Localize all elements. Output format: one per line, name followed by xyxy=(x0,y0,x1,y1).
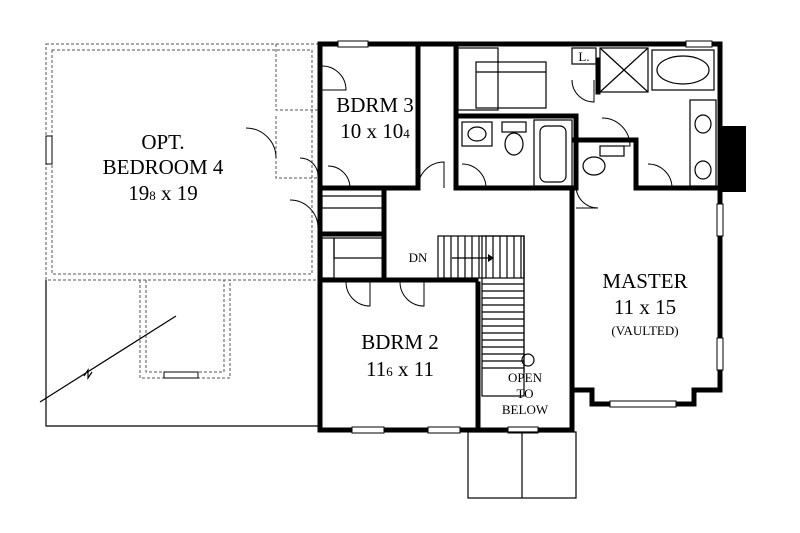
bdrm3-dim-sub: 4 xyxy=(403,126,410,141)
room-label-master: MASTER 11 x 15 (VAULTED) xyxy=(602,269,687,338)
chimney xyxy=(722,126,746,192)
garage-roof-outline xyxy=(39,280,318,427)
bdrm2-label: BDRM 2 xyxy=(361,330,439,354)
bdrm2-dim-a-sub: 6 xyxy=(386,364,393,379)
closets xyxy=(321,47,597,279)
master-dims: 11 x 15 xyxy=(614,295,676,319)
bedroom4-dim-b: x 19 xyxy=(156,181,198,205)
svg-text:10 x 104: 10 x 104 xyxy=(340,119,410,143)
master-bath-fixtures xyxy=(582,47,717,187)
master-label: MASTER xyxy=(602,269,687,293)
bedroom4-label: BEDROOM 4 xyxy=(103,155,224,179)
bdrm3-label: BDRM 3 xyxy=(336,93,414,117)
stair xyxy=(437,235,535,397)
master-note: (VAULTED) xyxy=(611,323,678,338)
linen-label: L. xyxy=(578,49,589,64)
open-to-below-label: OPEN TO BELOW xyxy=(502,370,549,417)
stair-dn-label: DN xyxy=(409,250,428,265)
open-line-1: OPEN xyxy=(508,370,543,385)
svg-text:198 x 19: 198 x 19 xyxy=(128,181,198,205)
windows xyxy=(337,40,724,434)
opt-bedroom-4-outline xyxy=(45,43,319,379)
svg-text:116 x 11: 116 x 11 xyxy=(366,357,434,381)
bdrm3-dim: 10 x 10 xyxy=(340,119,403,143)
open-line-3: BELOW xyxy=(502,402,549,417)
hall-bath-fixtures xyxy=(461,119,573,187)
room-label-bdrm-3: BDRM 3 10 x 104 xyxy=(336,93,414,143)
bdrm2-dim-a: 11 xyxy=(366,357,386,381)
room-label-bdrm-2: BDRM 2 116 x 11 xyxy=(361,330,439,381)
room-label-opt-bedroom-4: OPT. BEDROOM 4 198 x 19 xyxy=(103,130,224,205)
bedroom4-dim-a: 19 xyxy=(128,181,149,205)
door-swings xyxy=(321,65,673,307)
porch-outline xyxy=(467,431,577,499)
bedroom4-dim-a-sub: 8 xyxy=(149,188,156,203)
open-line-2: TO xyxy=(516,386,533,401)
opt-label: OPT. xyxy=(141,130,184,154)
bdrm2-dim-b: x 11 xyxy=(393,357,434,381)
